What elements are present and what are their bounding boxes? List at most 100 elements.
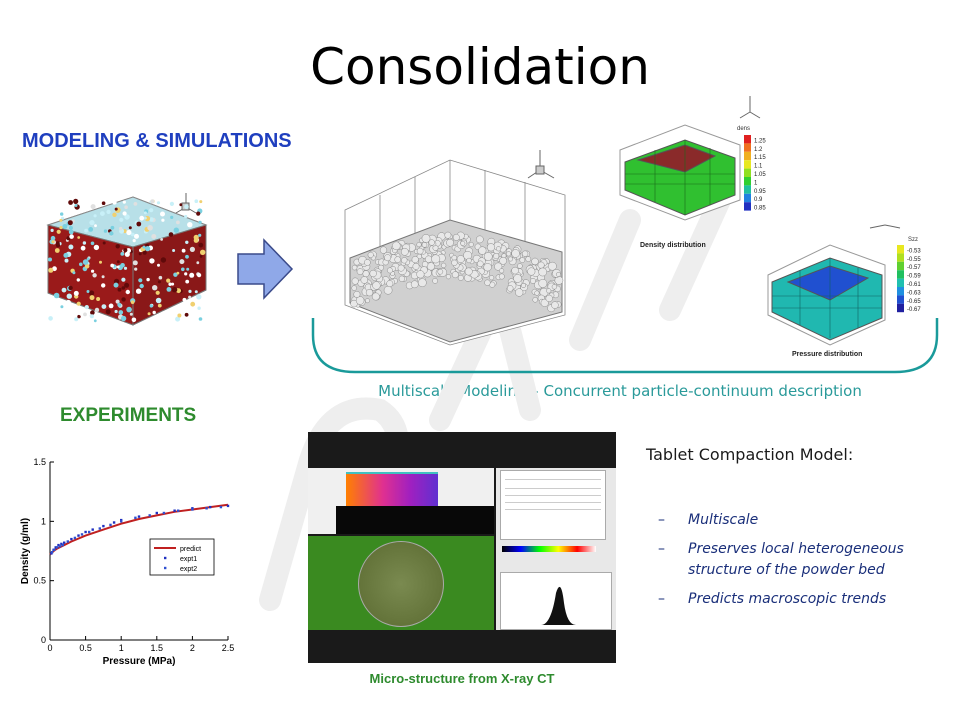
bullet-item: –Preserves local heterogeneous structure… bbox=[658, 539, 948, 581]
ct-side-view bbox=[308, 468, 494, 534]
y-tick-label: 0.5 bbox=[33, 576, 46, 586]
particle-dot bbox=[499, 268, 505, 274]
particle-dot bbox=[93, 214, 97, 218]
particle-dot bbox=[179, 203, 183, 207]
particle-dot bbox=[525, 256, 532, 262]
legend-level: -0.55 bbox=[907, 257, 921, 263]
particle-dot bbox=[196, 294, 202, 300]
particle-dot bbox=[178, 305, 184, 311]
data-point-expt1 bbox=[50, 552, 53, 555]
legend-label: expt1 bbox=[180, 556, 197, 563]
particle-dot bbox=[379, 246, 388, 254]
particle-dot bbox=[108, 303, 114, 309]
particle-dot bbox=[126, 229, 132, 236]
particle-dot bbox=[176, 220, 180, 225]
particle-dot bbox=[411, 256, 419, 264]
particle-dot bbox=[181, 267, 185, 272]
particle-dot bbox=[48, 257, 52, 262]
particle-dot bbox=[152, 285, 158, 291]
legend-swatch bbox=[897, 261, 904, 271]
particle-dot bbox=[537, 261, 545, 269]
bullet-item: –Multiscale bbox=[658, 510, 948, 531]
particle-dot bbox=[124, 205, 128, 209]
particle-dot bbox=[129, 312, 133, 316]
particle-dot bbox=[515, 288, 524, 297]
particle-dot bbox=[105, 309, 111, 315]
particle-dot bbox=[166, 278, 171, 283]
particle-dot bbox=[365, 288, 374, 297]
particle-dot bbox=[168, 232, 174, 237]
particle-dot bbox=[120, 315, 127, 322]
particle-dot bbox=[123, 266, 128, 270]
particle-dot bbox=[184, 214, 188, 219]
particle-dot bbox=[160, 238, 163, 241]
particle-dot bbox=[506, 285, 514, 292]
x-tick-label: 2.5 bbox=[222, 643, 235, 653]
data-point-expt1 bbox=[54, 546, 57, 549]
particle-dot bbox=[124, 282, 130, 288]
legend-swatch bbox=[744, 168, 751, 177]
particle-dot bbox=[156, 201, 161, 205]
particle-dot bbox=[147, 312, 151, 316]
particle-dot bbox=[363, 259, 371, 266]
particle-dot bbox=[161, 311, 165, 315]
particle-dot bbox=[198, 317, 203, 321]
particle-dot bbox=[531, 257, 539, 266]
file-list bbox=[500, 470, 606, 540]
particle-dot bbox=[112, 200, 117, 205]
particle-dot bbox=[146, 277, 150, 282]
legend-label: expt2 bbox=[180, 566, 197, 573]
particle-dot bbox=[145, 246, 151, 252]
particle-dot bbox=[521, 250, 529, 257]
modeling-heading: MODELING & SIMULATIONS bbox=[22, 130, 292, 152]
density-plot-title: Density distribution bbox=[640, 242, 706, 249]
particle-dot bbox=[101, 275, 105, 279]
particle-dot bbox=[397, 264, 405, 272]
particle-dot bbox=[351, 285, 357, 291]
particle-dot bbox=[199, 255, 203, 258]
axis-triad-icon bbox=[175, 193, 197, 214]
particle-dot bbox=[74, 204, 78, 207]
particle-dot bbox=[149, 217, 154, 222]
particle-dot bbox=[52, 266, 57, 272]
particle-dot bbox=[416, 242, 422, 248]
model-title: Tablet Compaction Model: bbox=[646, 445, 854, 464]
legend-swatch bbox=[897, 253, 904, 262]
particle-dot bbox=[460, 240, 466, 246]
particle-dot bbox=[149, 258, 155, 264]
legend-swatch bbox=[744, 193, 751, 203]
particle-dot bbox=[56, 229, 61, 234]
multiscale-caption: Multiscale Modeling – Concurrent particl… bbox=[378, 382, 862, 400]
particle-dot bbox=[416, 247, 424, 255]
particle-dot bbox=[83, 312, 87, 317]
particle-dot bbox=[91, 269, 95, 273]
data-point-expt1 bbox=[70, 537, 73, 541]
particle-dot bbox=[121, 277, 126, 282]
legend-swatch bbox=[744, 151, 751, 161]
data-point-expt1 bbox=[137, 515, 141, 518]
data-point-expt2 bbox=[177, 509, 180, 512]
legend-level: 1.15 bbox=[754, 155, 766, 161]
particle-dot bbox=[121, 297, 126, 302]
particle-dot bbox=[63, 252, 69, 258]
particle-dot bbox=[139, 283, 144, 289]
data-point-expt1 bbox=[102, 524, 105, 528]
bullet-dash: – bbox=[658, 512, 665, 528]
data-point-expt2 bbox=[50, 551, 54, 554]
histogram-graph bbox=[506, 586, 606, 625]
particle-dot bbox=[175, 316, 181, 322]
data-point-expt2 bbox=[58, 545, 62, 548]
particle-dot bbox=[119, 226, 123, 231]
particle-dot bbox=[383, 285, 393, 295]
particle-dot bbox=[117, 287, 122, 292]
particle-dot bbox=[452, 233, 460, 241]
particle-dot bbox=[188, 289, 192, 293]
data-point-expt1 bbox=[191, 507, 194, 510]
particle-dot bbox=[196, 261, 200, 265]
particle-dot bbox=[190, 301, 196, 307]
data-point-expt1 bbox=[226, 504, 230, 508]
particle-dot bbox=[66, 293, 72, 299]
particle-dot bbox=[116, 260, 120, 264]
particle-dot bbox=[181, 248, 186, 253]
